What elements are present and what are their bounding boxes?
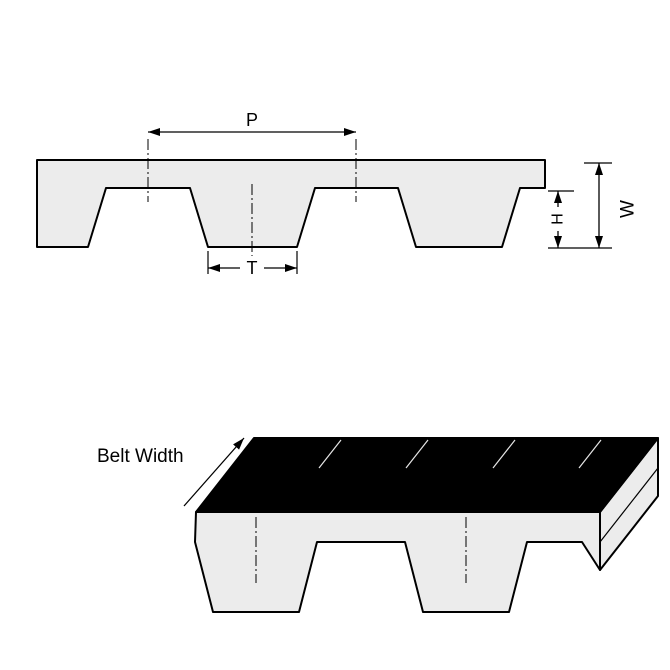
tooth-seam-line [492,439,516,469]
tooth-seam-line [578,439,602,469]
tooth-seam-line [405,439,429,469]
pitch-label: P [246,110,258,130]
end-face-land-line [599,467,659,543]
tooth-width-label: T [247,258,258,278]
belt-profile-view: P T H W [36,110,639,278]
belt-isometric-view: Belt Width [97,437,659,613]
belt-width-arrow [183,437,245,507]
belt-width-label: Belt Width [97,446,184,467]
belt-thickness-label: W [618,200,639,218]
tooth-seam-line [318,439,342,469]
belt-3d-top-face [195,437,659,513]
belt-profile-section [36,159,546,248]
tooth-height-label: H [550,213,567,225]
